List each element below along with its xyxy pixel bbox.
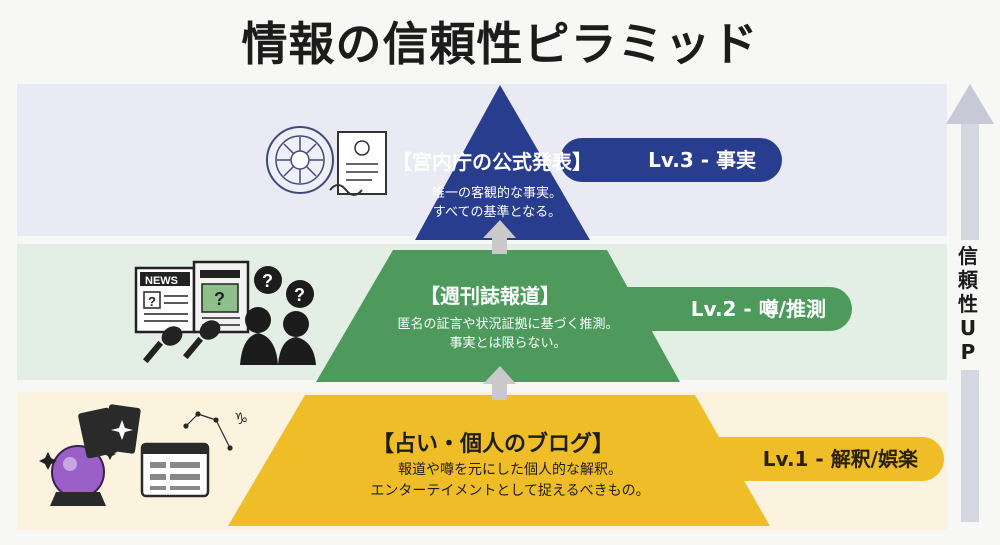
- level-3-pill: Lv.3 - 事実: [560, 138, 782, 182]
- newspaper-label: NEWS: [145, 275, 178, 287]
- description-line: 匿名の証言や状況証拠に基づく推測。: [397, 317, 619, 332]
- level-1-heading: 【占い・個人のブログ】: [372, 432, 615, 457]
- question-label: ?: [148, 294, 156, 309]
- pyramid-tier-bottom: [228, 395, 770, 526]
- description-line: 事実とは限らない。: [449, 336, 567, 351]
- pyramid-tier-middle: [316, 250, 680, 382]
- zodiac-icon: ♑: [234, 409, 248, 428]
- description-line: 唯一の客観的な事実。: [431, 186, 562, 201]
- microphone-icon: [182, 320, 221, 360]
- level-3-description: 唯一の客観的な事実。 すべての基準となる。: [402, 184, 592, 222]
- official-document-icon: [329, 131, 387, 196]
- question-label: ?: [262, 271, 273, 291]
- level-2-heading: 【週刊誌報道】: [420, 284, 560, 308]
- description-line: 報道や噂を元にした個人的な解釈。: [398, 462, 622, 478]
- arrow-up-icon: [483, 220, 516, 254]
- description-line: すべての基準となる。: [432, 205, 562, 220]
- description-line: エンターテイメントとして捉えるべきもの。: [370, 483, 650, 499]
- browser-window-icon: [140, 442, 210, 498]
- magazine-icon: ?: [192, 260, 250, 334]
- sparkle-icon: [39, 448, 116, 470]
- crystal-ball-icon: [50, 445, 106, 506]
- question-label: ?: [214, 289, 225, 309]
- reliability-up-label: 信頼性UP: [958, 244, 978, 364]
- arrow-up-icon: [483, 366, 516, 400]
- newspaper-icon: NEWS ?: [134, 266, 196, 334]
- microphone-icon: [142, 326, 183, 364]
- question-label: ?: [294, 285, 305, 305]
- level-2-description: 匿名の証言や状況証拠に基づく推測。 事実とは限らない。: [348, 315, 668, 353]
- tarot-cards-icon: [78, 404, 141, 459]
- pyramid-tier-top: [415, 85, 590, 240]
- question-bubble-icon: ? ?: [254, 266, 314, 308]
- reliability-arrow-icon: [946, 84, 994, 522]
- constellation-icon: [183, 411, 233, 451]
- level-3-heading: 【宮内庁の公式発表】: [392, 150, 592, 174]
- page-title: 情報の信頼性ピラミッド: [241, 17, 759, 71]
- whispering-people-icon: [240, 307, 316, 365]
- imperial-seal-icon: [266, 126, 334, 194]
- level-1-description: 報道や噂を元にした個人的な解釈。 エンターテイメントとして捉えるべきもの。: [320, 460, 700, 502]
